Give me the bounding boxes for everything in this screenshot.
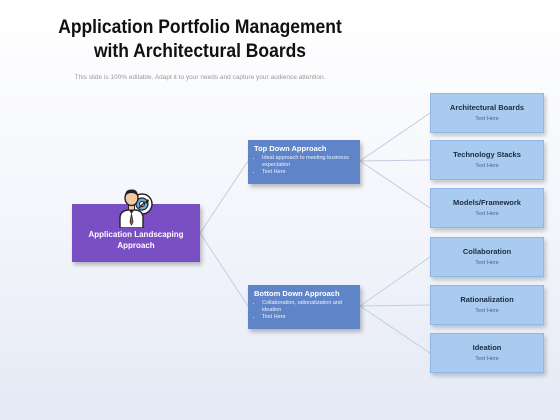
board-item-rationalization: Rationalization Text Here	[430, 285, 544, 325]
title-line-2: with Architectural Boards	[93, 41, 307, 62]
board-item-collaboration: Collaboration Text Here	[430, 237, 544, 277]
board-sub: Text Here	[475, 163, 499, 169]
slide-title: Application Portfolio Management with Ar…	[16, 16, 384, 64]
board-sub: Text Here	[475, 116, 499, 122]
approach-title: Bottom Down Approach	[254, 289, 340, 298]
board-item-architectural-boards: Architectural Boards Text Here	[430, 93, 544, 133]
connector-bottom-5	[359, 304, 431, 307]
board-item-models-framework: Models/Framework Text Here	[430, 188, 544, 228]
connector-top-1	[359, 112, 431, 162]
board-sub: Text Here	[475, 308, 499, 314]
main-box-label-line-2: Approach	[117, 241, 155, 250]
board-label: Architectural Boards	[449, 103, 525, 112]
connector-bottom-6	[359, 305, 431, 354]
board-item-technology-stacks: Technology Stacks Text Here	[430, 140, 544, 180]
board-label: Ideation	[472, 343, 502, 352]
title-line-1: Application Portfolio Management	[58, 17, 342, 38]
board-sub: Text Here	[475, 260, 499, 266]
connector-top-2	[359, 159, 431, 162]
approach-bullet: Text Here	[262, 314, 354, 321]
bottom-down-approach-box: Bottom Down Approach Collaboration, rati…	[248, 285, 360, 329]
connector-top-3	[359, 160, 431, 209]
connector-bottom-4	[359, 256, 431, 307]
approach-bullet: Text Here	[262, 169, 354, 176]
board-label: Technology Stacks	[453, 150, 521, 159]
main-box-label-line-1: Application Landscaping	[88, 230, 184, 239]
approach-bullet: Ideal approach to meeting business expec…	[262, 155, 354, 169]
top-down-approach-box: Top Down Approach Ideal approach to meet…	[248, 140, 360, 184]
board-sub: Text Here	[475, 356, 499, 362]
board-label: Models/Framework	[453, 198, 521, 207]
approach-title: Top Down Approach	[254, 144, 327, 153]
board-sub: Text Here	[475, 211, 499, 217]
board-label: Rationalization	[460, 295, 514, 304]
connector-main-bottom	[199, 232, 249, 307]
slide-subtitle: This slide is 100% editable. Adapt it to…	[74, 74, 326, 81]
approach-bullet: Collaboration, rationalization and ideat…	[262, 300, 354, 314]
person-with-target-icon	[119, 189, 153, 228]
board-item-ideation: Ideation Text Here	[430, 333, 544, 373]
board-label: Collaboration	[462, 247, 512, 256]
connector-main-top	[199, 160, 249, 234]
